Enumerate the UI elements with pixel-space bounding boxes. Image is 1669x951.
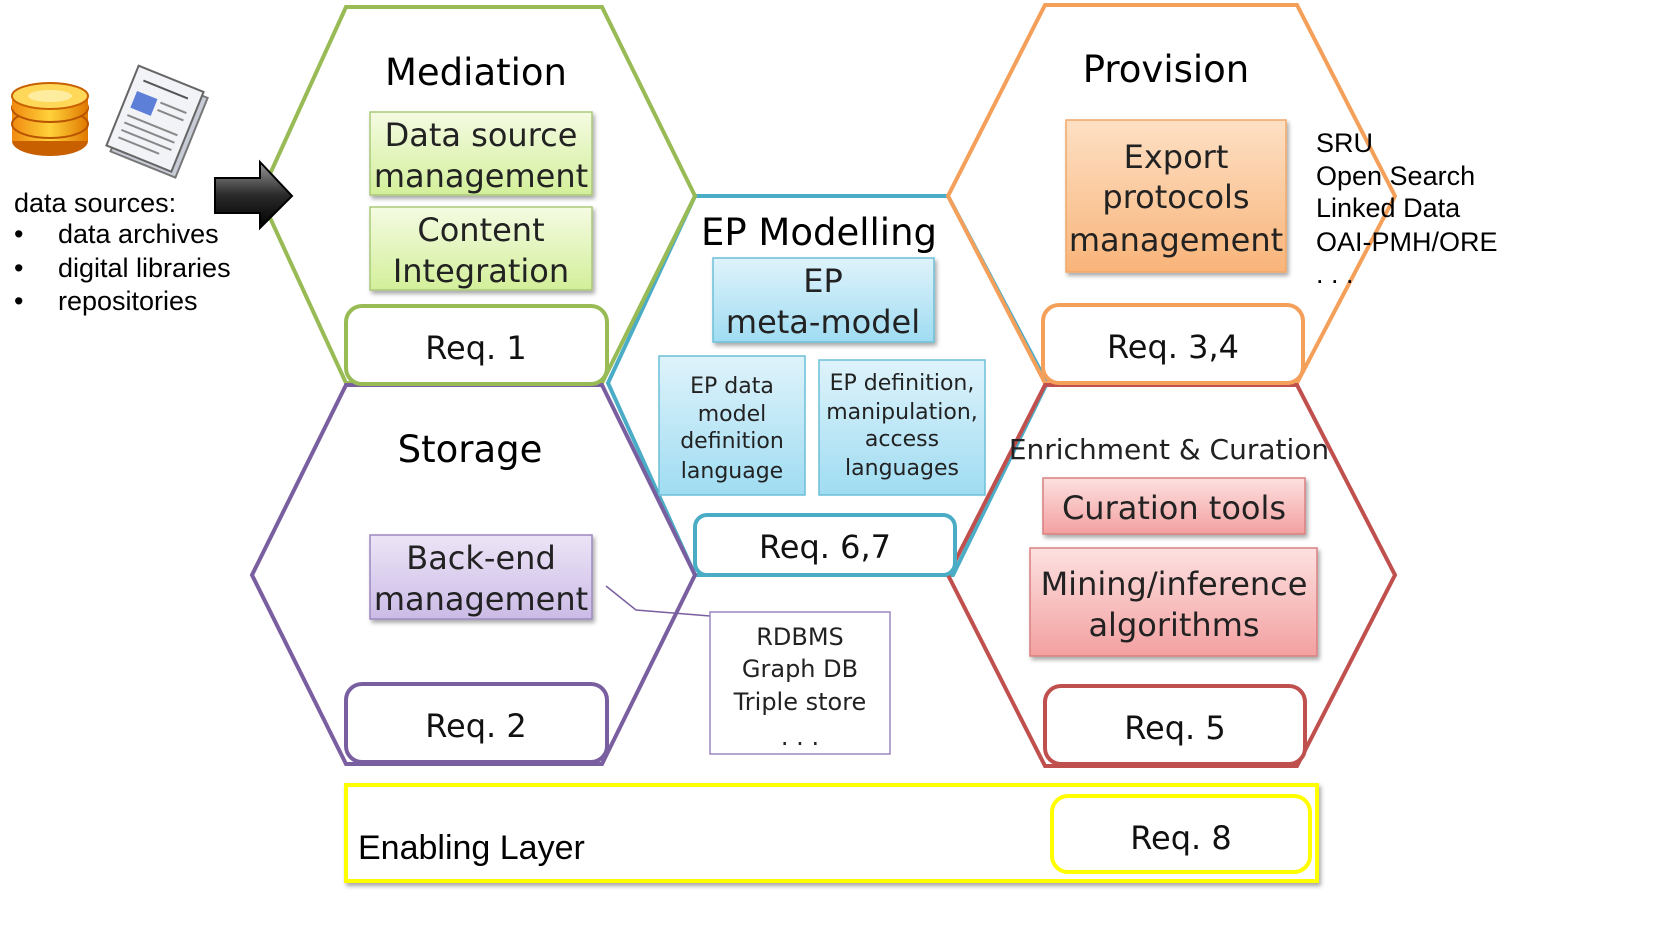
- meta-model-box: [712, 257, 935, 343]
- arrow-right-icon: [214, 159, 294, 231]
- source-item: digital libraries: [58, 253, 231, 283]
- backend-item: Triple store: [733, 688, 867, 716]
- req-label: Req. 1: [425, 329, 527, 367]
- database-icon: [11, 82, 89, 156]
- req-label: Req. 6,7: [759, 528, 891, 566]
- enabling-layer-title: Enabling Layer: [358, 829, 585, 867]
- protocol-item: SRU: [1316, 128, 1373, 158]
- modelling-title: EP Modelling: [701, 211, 937, 254]
- protocol-item: Open Search: [1316, 161, 1475, 191]
- req-label: Req. 5: [1124, 709, 1226, 747]
- box-label: algorithms: [1088, 606, 1259, 644]
- box-label: Curation tools: [1062, 489, 1286, 527]
- box-label: Integration: [393, 252, 569, 290]
- connector-line: [605, 585, 711, 617]
- box-label: access: [865, 427, 939, 452]
- backend-item: RDBMS: [756, 623, 844, 651]
- box-label: model: [698, 402, 767, 427]
- bullet: •: [14, 286, 23, 316]
- box-label: Mining/inference: [1041, 565, 1308, 603]
- sources-heading: data sources:: [14, 188, 176, 218]
- box-label: EP: [803, 262, 843, 300]
- data-model-language-box: [658, 355, 806, 496]
- mediation-title: Mediation: [385, 51, 567, 94]
- source-item: data archives: [58, 219, 219, 249]
- req-6-7-box: [693, 513, 957, 577]
- document-icon: [105, 64, 209, 179]
- req-8-box: [1050, 794, 1312, 874]
- storage-hexagon: [249, 383, 698, 766]
- protocol-item: . . .: [1316, 259, 1354, 289]
- content-integration-box: [369, 206, 593, 291]
- provision-title: Provision: [1083, 48, 1250, 91]
- data-source-management-box: [369, 111, 593, 196]
- box-label: Back-end: [406, 539, 556, 577]
- box-label: meta-model: [726, 303, 920, 341]
- box-label: language: [681, 459, 783, 484]
- backend-list-box: [709, 611, 891, 755]
- req-label: Req. 3,4: [1107, 328, 1239, 366]
- box-label: management: [374, 580, 588, 618]
- backend-item: Graph DB: [742, 655, 858, 683]
- req-label: Req. 2: [425, 707, 527, 745]
- box-label: management: [374, 157, 588, 195]
- box-label: manipulation,: [826, 400, 978, 425]
- bullet: •: [14, 253, 23, 283]
- curation-tools-box: [1042, 477, 1306, 535]
- req-1-box: [344, 304, 609, 386]
- box-label: protocols: [1102, 178, 1249, 216]
- storage-title: Storage: [398, 428, 543, 471]
- backend-item: . . .: [781, 723, 819, 751]
- export-protocols-box: [1065, 119, 1287, 273]
- source-item: repositories: [58, 286, 198, 316]
- box-label: Export: [1124, 138, 1229, 176]
- req-label: Req. 8: [1130, 819, 1232, 857]
- enrichment-title: Enrichment & Curation: [1009, 433, 1329, 466]
- box-label: EP definition,: [830, 371, 975, 396]
- protocol-item: OAI-PMH/ORE: [1316, 227, 1498, 257]
- box-label: Data source: [385, 116, 578, 154]
- box-label: management: [1069, 221, 1283, 259]
- backend-management-box: [369, 534, 593, 620]
- box-label: languages: [845, 456, 959, 481]
- req-2-box: [344, 682, 609, 764]
- req-3-4-box: [1041, 303, 1305, 385]
- mining-inference-box: [1029, 547, 1318, 657]
- box-label: definition: [680, 429, 784, 454]
- protocol-item: Linked Data: [1316, 193, 1461, 223]
- bullet: •: [14, 219, 23, 249]
- definition-languages-box: [818, 359, 986, 496]
- box-label: Content: [417, 211, 544, 249]
- req-5-box: [1043, 684, 1307, 766]
- box-label: EP data: [690, 374, 774, 399]
